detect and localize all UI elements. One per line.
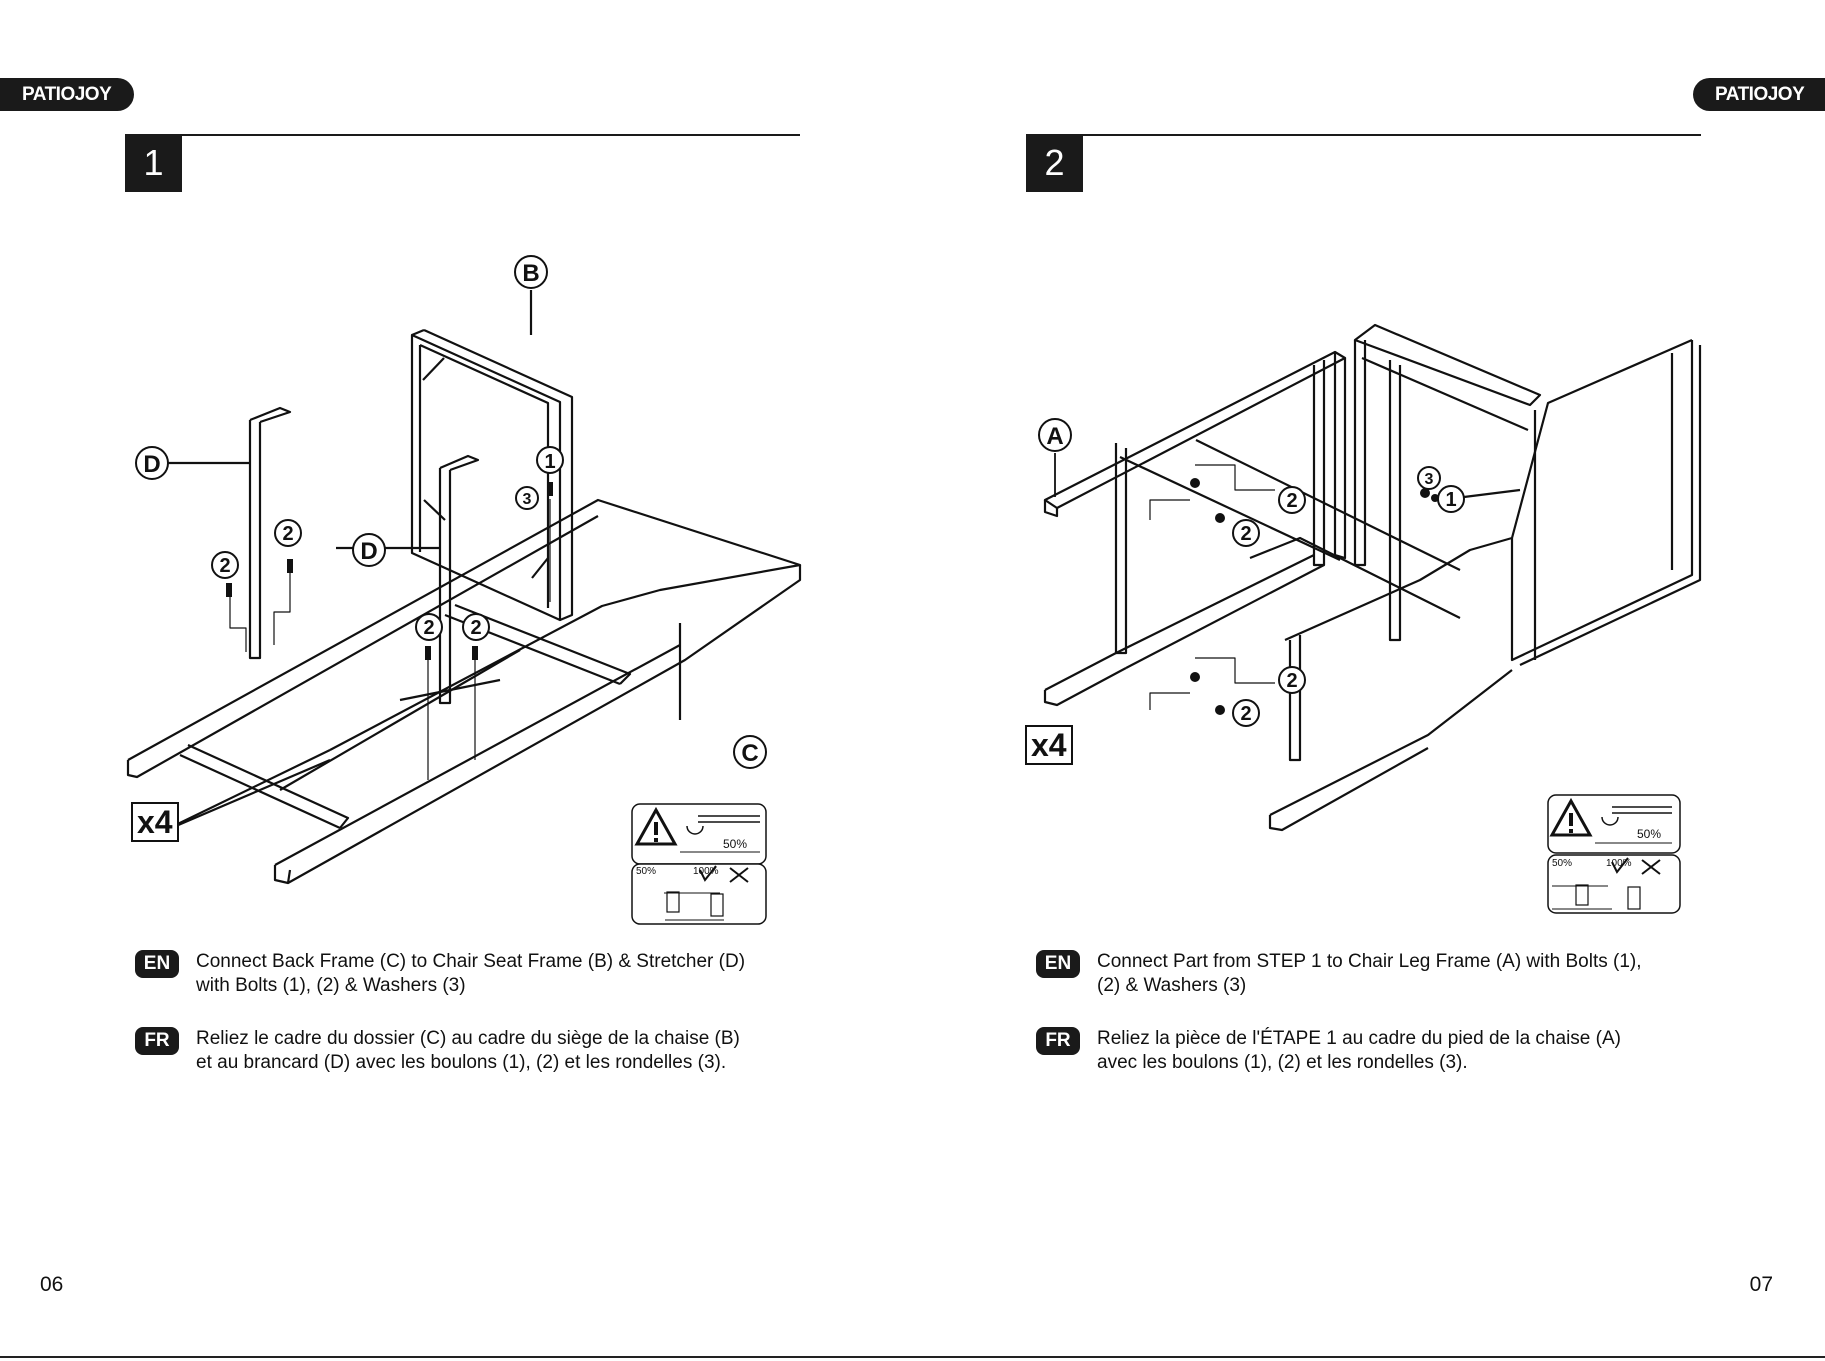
callout-bolt-2d: 2 [470, 617, 481, 639]
step-1-instruction-en: EN Connect Back Frame (C) to Chair Seat … [135, 950, 815, 1002]
caution-half-label-step2: 50% [1552, 858, 1572, 869]
step-2-instruction-en: EN Connect Part from STEP 1 to Chair Leg… [1036, 950, 1726, 1002]
step-2-header: 2 [1026, 134, 1701, 192]
callout-washer-3-step2: 3 [1425, 471, 1434, 488]
instruction-line: et au brancard (D) avec les boulons (1),… [196, 1052, 727, 1073]
page-number-left: 06 [40, 1273, 64, 1296]
step-2-diagram: A 3 1 2 2 2 2 50% [1038, 323, 1702, 854]
callout-bolt-2b: 2 [219, 555, 230, 577]
step-2-rule [1083, 134, 1701, 136]
step-1-rule [182, 134, 800, 136]
lang-badge-fr: FR [135, 1027, 179, 1055]
caution-half-label: 50% [636, 866, 656, 877]
brand-logo-right: PATIOJOY [1693, 78, 1825, 111]
callout-b: B [522, 260, 539, 287]
callout-a: A [1046, 423, 1063, 450]
callout-bolt-1: 1 [544, 451, 555, 473]
step-2-number: 2 [1026, 134, 1083, 192]
caution-full-label-step2: 100% [1606, 858, 1632, 869]
caution-torque-label-step2: 50% [1637, 827, 1661, 841]
bottom-rule [0, 1356, 1825, 1358]
caution-fasten-panel-step2: 50% 100% [1547, 854, 1681, 914]
instruction-line: Reliez la pièce de l'ÉTAPE 1 au cadre du… [1097, 1028, 1621, 1049]
instruction-line: (2) & Washers (3) [1097, 975, 1247, 996]
callout-bolt-2c-step2: 2 [1286, 670, 1297, 692]
callout-bolt-2a-step2: 2 [1286, 490, 1297, 512]
instruction-line: Connect Part from STEP 1 to Chair Leg Fr… [1097, 951, 1642, 972]
step-2-instruction-fr: FR Reliez la pièce de l'ÉTAPE 1 au cadre… [1036, 1027, 1726, 1079]
caution-panel: 50% 50% 100% [631, 803, 767, 925]
step-1-quantity: x4 [131, 802, 179, 842]
brand-logo-left: PATIOJOY [0, 78, 134, 111]
callout-bolt-2d-step2: 2 [1240, 703, 1251, 725]
instruction-line: Reliez le cadre du dossier (C) au cadre … [196, 1028, 740, 1049]
caution-panel-step2: 50% [1547, 794, 1681, 854]
step-1-diagram: B D D 1 3 2 2 2 2 C 50% 50% 100% [126, 255, 802, 925]
step-1-number: 1 [125, 134, 182, 192]
callout-bolt-1-step2: 1 [1445, 489, 1456, 511]
callout-d-right: D [360, 538, 377, 565]
instruction-line: with Bolts (1), (2) & Washers (3) [196, 975, 466, 996]
step-2-quantity: x4 [1025, 725, 1073, 765]
lang-badge-en: EN [1036, 950, 1080, 978]
instruction-line: Connect Back Frame (C) to Chair Seat Fra… [196, 951, 746, 972]
page-number-right: 07 [1749, 1273, 1773, 1296]
callout-bolt-2b-step2: 2 [1240, 523, 1251, 545]
lang-badge-en: EN [135, 950, 179, 978]
callout-bolt-2a: 2 [282, 523, 293, 545]
callout-bolt-2c: 2 [423, 617, 434, 639]
callout-c: C [741, 740, 758, 767]
instruction-line: avec les boulons (1), (2) et les rondell… [1097, 1052, 1468, 1073]
caution-torque-label: 50% [723, 837, 747, 851]
step-1-instruction-fr: FR Reliez le cadre du dossier (C) au cad… [135, 1027, 815, 1079]
lang-badge-fr: FR [1036, 1027, 1080, 1055]
step-1-header: 1 [125, 134, 800, 192]
caution-full-label: 100% [693, 866, 719, 877]
callout-washer-3: 3 [523, 491, 532, 508]
callout-d-left: D [143, 451, 160, 478]
